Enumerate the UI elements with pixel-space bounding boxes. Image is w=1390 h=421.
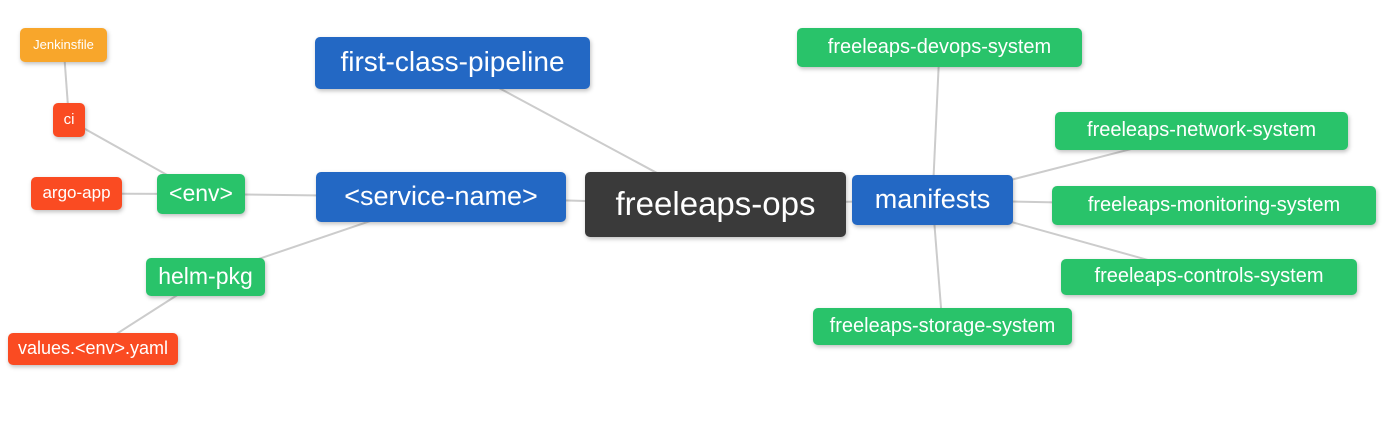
node-jenkinsfile[interactable]: Jenkinsfile [20, 28, 107, 62]
node-label: argo-app [42, 183, 111, 202]
node-values-env-yaml[interactable]: values.<env>.yaml [8, 333, 178, 365]
node-label: <service-name> [344, 180, 538, 211]
node-argo-app[interactable]: argo-app [31, 177, 122, 210]
node-label: freeleaps-controls-system [1094, 265, 1324, 287]
node-label: freeleaps-monitoring-system [1087, 193, 1341, 216]
node-devops-system[interactable]: freeleaps-devops-system [797, 28, 1082, 67]
node-label: helm-pkg [158, 262, 253, 289]
node-label: freeleaps-ops [615, 185, 816, 222]
node-label: values.<env>.yaml [17, 338, 169, 358]
node-freeleaps-ops[interactable]: freeleaps-ops [585, 172, 846, 237]
node-label: manifests [874, 183, 991, 214]
node-first-class-pipeline[interactable]: first-class-pipeline [315, 37, 590, 89]
node-service-name[interactable]: <service-name> [316, 172, 566, 222]
node-label: freeleaps-storage-system [829, 314, 1056, 337]
node-monitoring-system[interactable]: freeleaps-monitoring-system [1052, 186, 1376, 225]
node-network-system[interactable]: freeleaps-network-system [1055, 112, 1348, 150]
edge-manifests-devops-system [931, 47, 941, 201]
node-storage-system[interactable]: freeleaps-storage-system [813, 308, 1072, 345]
node-env[interactable]: <env> [157, 174, 245, 214]
node-label: first-class-pipeline [340, 46, 565, 77]
node-manifests[interactable]: manifests [852, 175, 1013, 225]
node-label: freeleaps-network-system [1087, 119, 1316, 141]
node-label: ci [63, 110, 75, 128]
node-ci[interactable]: ci [53, 103, 85, 137]
node-label: Jenkinsfile [33, 36, 94, 52]
node-label: <env> [169, 179, 233, 206]
node-label: freeleaps-devops-system [827, 35, 1052, 58]
node-controls-system[interactable]: freeleaps-controls-system [1061, 259, 1357, 295]
node-helm-pkg[interactable]: helm-pkg [146, 258, 265, 296]
